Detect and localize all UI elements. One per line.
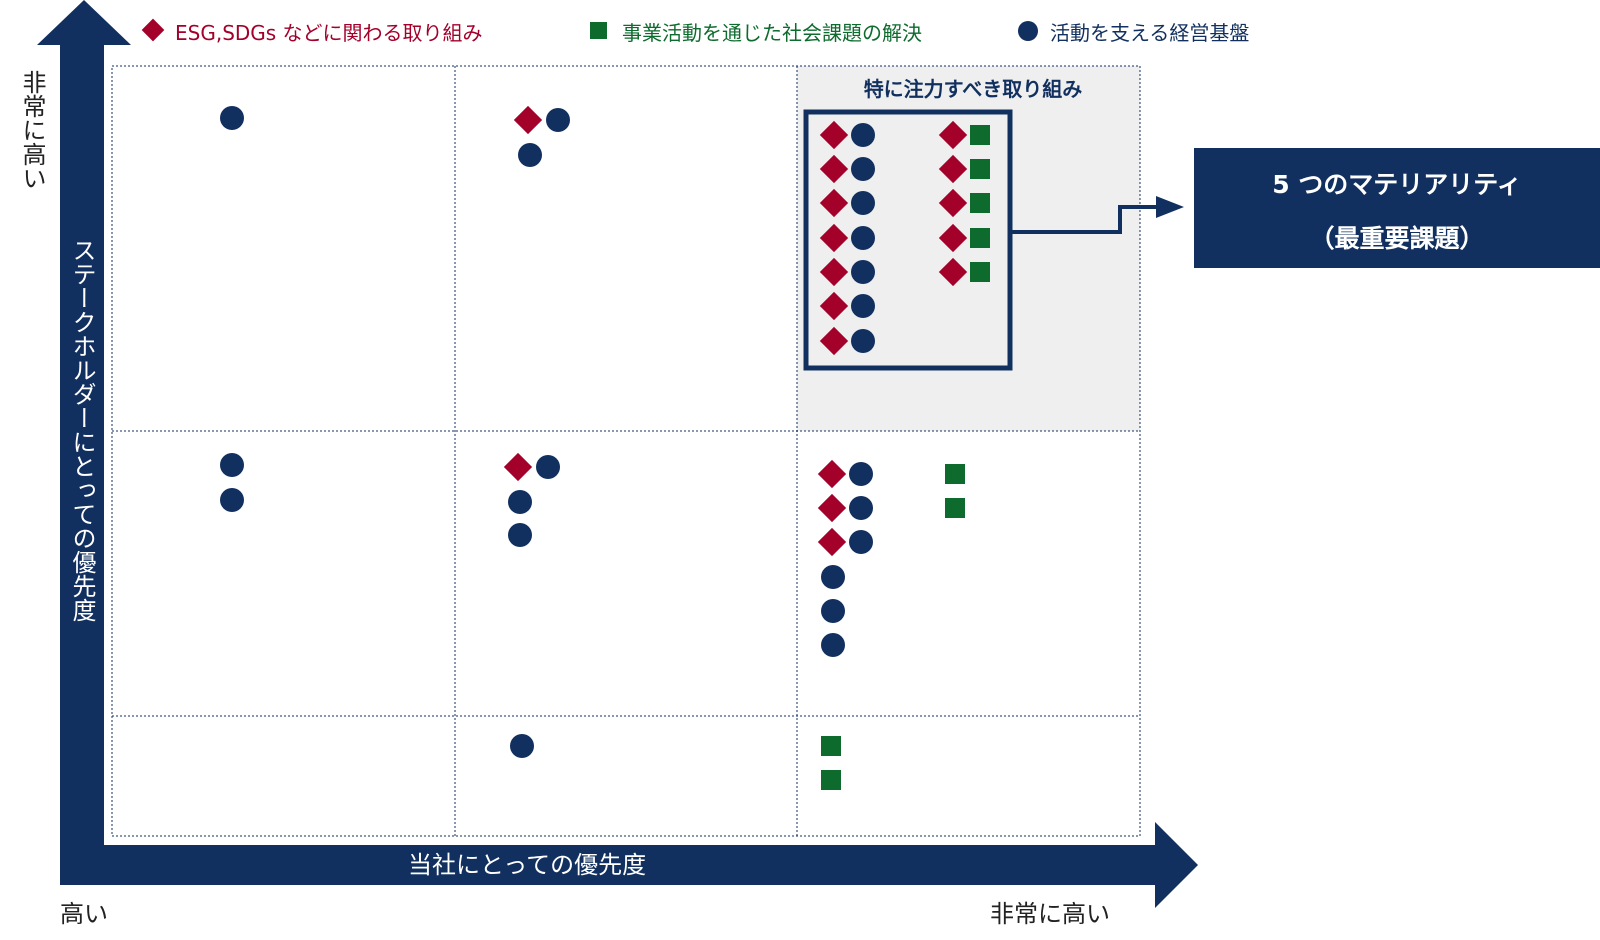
diamond-marker — [938, 154, 968, 184]
connector-line — [1010, 205, 1158, 234]
square-marker — [970, 125, 990, 145]
y-axis: ステークホルダーにとっての優先度 非常に高い — [18, 0, 131, 845]
diamond-marker — [819, 154, 849, 184]
circle-marker — [536, 455, 560, 479]
diamond-marker — [819, 188, 849, 218]
y-axis-high-label: 非常に高い — [18, 70, 46, 190]
diamond-marker — [817, 527, 847, 557]
diamond-marker — [938, 120, 968, 150]
y-axis-title: ステークホルダーにとっての優先度 — [68, 238, 96, 622]
circle-marker — [849, 496, 873, 520]
focus-area-background — [797, 66, 1140, 431]
x-axis-arrow — [60, 822, 1198, 908]
circle-marker — [821, 633, 845, 657]
square-marker — [970, 262, 990, 282]
square-marker — [945, 498, 965, 518]
circle-marker — [508, 523, 532, 547]
square-marker — [970, 159, 990, 179]
legend-square-icon — [590, 22, 607, 39]
diamond-marker — [819, 223, 849, 253]
x-axis-high-label: 非常に高い — [990, 900, 1110, 928]
legend-label-foundation: 活動を支える経営基盤 — [1050, 21, 1249, 45]
diamond-marker — [819, 291, 849, 321]
square-marker — [821, 736, 841, 756]
result-box-line2: （最重要課題） — [1309, 224, 1484, 253]
square-marker — [970, 228, 990, 248]
connector-arrow-head — [1156, 196, 1184, 218]
diamond-marker — [938, 188, 968, 218]
circle-marker — [851, 294, 875, 318]
diamond-marker — [819, 326, 849, 356]
legend-diamond-icon — [141, 18, 165, 42]
square-marker — [821, 770, 841, 790]
diamond-marker — [817, 493, 847, 523]
diamond-marker — [819, 120, 849, 150]
diamond-marker — [819, 257, 849, 287]
diamond-marker — [817, 459, 847, 489]
diamond-marker — [503, 452, 533, 482]
circle-marker — [821, 565, 845, 589]
circle-marker — [851, 260, 875, 284]
circle-marker — [220, 106, 244, 130]
result-box-line1: 5 つのマテリアリティ — [1272, 170, 1522, 199]
matrix-grid — [111, 65, 1141, 837]
legend-label-esg: ESG,SDGs などに関わる取り組み — [175, 21, 483, 45]
x-axis-title: 当社にとっての優先度 — [408, 851, 646, 879]
circle-marker — [510, 734, 534, 758]
circle-marker — [851, 157, 875, 181]
circle-marker — [821, 599, 845, 623]
square-marker — [970, 193, 990, 213]
circle-marker — [849, 530, 873, 554]
diamond-marker — [938, 223, 968, 253]
circle-marker — [851, 191, 875, 215]
legend: ESG,SDGs などに関わる取り組み 事業活動を通じた社会課題の解決 活動を支… — [141, 18, 1249, 45]
focus-area-box — [803, 109, 1013, 371]
x-axis: 当社にとっての優先度 高い 非常に高い — [60, 822, 1198, 928]
diamond-marker — [513, 105, 543, 135]
circle-marker — [220, 488, 244, 512]
result-box — [1194, 148, 1600, 268]
x-axis-low-label: 高い — [60, 900, 108, 928]
circle-marker — [849, 462, 873, 486]
focus-area-title: 特に注力すべき取り組み — [864, 77, 1083, 101]
matrix-markers — [220, 105, 990, 790]
circle-marker — [851, 226, 875, 250]
circle-marker — [851, 123, 875, 147]
legend-circle-icon — [1018, 21, 1038, 41]
square-marker — [945, 464, 965, 484]
circle-marker — [220, 453, 244, 477]
diamond-marker — [938, 257, 968, 287]
y-axis-arrow — [37, 0, 131, 845]
legend-label-social: 事業活動を通じた社会課題の解決 — [622, 21, 922, 45]
circle-marker — [508, 490, 532, 514]
grid-outer-border — [111, 65, 1141, 837]
circle-marker — [518, 143, 542, 167]
circle-marker — [851, 329, 875, 353]
circle-marker — [546, 108, 570, 132]
